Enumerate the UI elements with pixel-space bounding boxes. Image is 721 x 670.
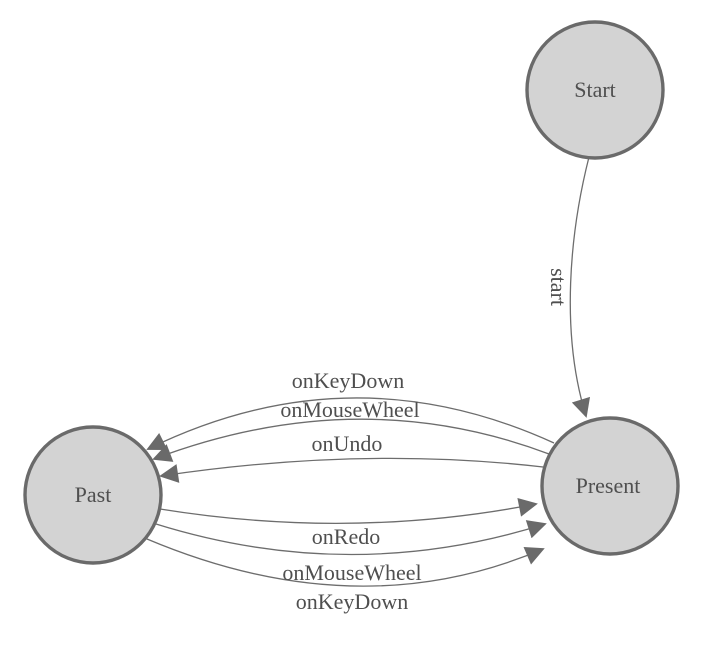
node-present-label: Present (576, 473, 641, 498)
edge-label-onkeydown-bottom: onKeyDown (296, 589, 408, 614)
edge-present-to-past-onundo (159, 457, 544, 483)
node-start-label: Start (574, 77, 616, 102)
edge-label-onmousewheel-bottom: onMouseWheel (282, 560, 421, 585)
node-past-label: Past (75, 482, 112, 507)
node-past (23, 425, 163, 565)
edge-past-to-present-onkeydown (146, 538, 545, 587)
nodes-group (23, 20, 680, 565)
edge-past-to-present-onredo (159, 497, 538, 524)
edge-label-onundo: onUndo (312, 431, 383, 456)
node-present (540, 416, 680, 556)
edge-labels-group: start onKeyDown onMouseWheel onUndo onRe… (280, 268, 571, 614)
edge-label-onredo: onRedo (312, 524, 380, 549)
edge-start-to-present (569, 156, 591, 418)
edge-present-to-past-onkeydown (146, 397, 555, 451)
edges-group (146, 156, 591, 587)
node-labels-group: Start Present Past (75, 77, 641, 507)
edge-label-onkeydown-top: onKeyDown (292, 368, 404, 393)
edge-label-start: start (546, 268, 571, 306)
edge-present-to-past-onmousewheel (152, 418, 550, 462)
node-start (525, 20, 665, 160)
edge-label-onmousewheel-top: onMouseWheel (280, 397, 419, 422)
edge-past-to-present-onmousewheel (155, 520, 547, 556)
